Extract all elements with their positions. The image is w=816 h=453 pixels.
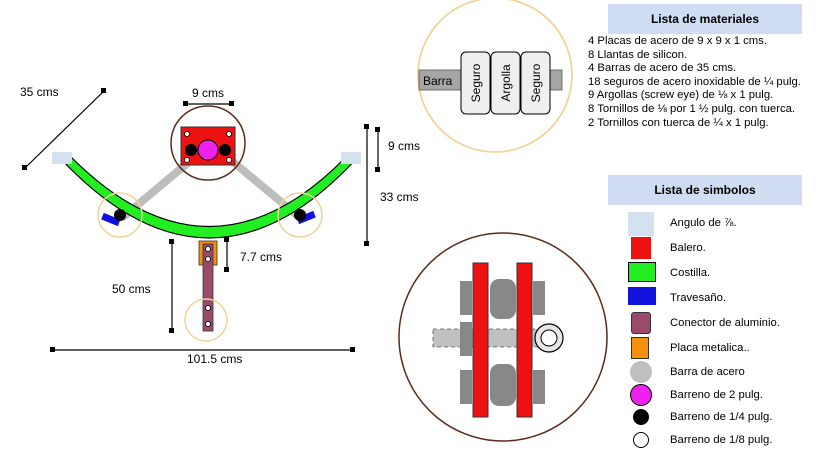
detail-argolla (490, 51, 521, 115)
material-item: 2 Tornillos con tuerca de ¼ x 1 pulg. (588, 116, 769, 129)
hole-quarter-right (294, 209, 306, 221)
hole-2in (197, 139, 219, 161)
material-item: 4 Barras de acero de 35 cms. (588, 62, 737, 75)
connector-swatch (631, 312, 651, 334)
dim-33-label: 33 cms (380, 190, 419, 204)
material-item: 18 seguros de acero inoxidable de ¼ pulg… (588, 75, 801, 88)
wheel-left-bot (460, 370, 472, 404)
crossbar-left (101, 212, 121, 227)
legend-plate: Placa metalica.. (628, 337, 813, 361)
detail-bottom-circle (398, 232, 608, 442)
wheel-right-bot (533, 370, 545, 404)
material-item: 8 Tornillos de ⅛ por 1 ½ pulg. con tuerc… (588, 102, 796, 115)
plate-detail-circle (170, 105, 246, 181)
wheel-left-top (460, 281, 472, 315)
legend-label: Placa metalica.. (670, 342, 750, 354)
angle-right (341, 152, 361, 164)
aluminum-connector (202, 243, 214, 332)
rib-arc (58, 157, 359, 239)
hole-quarter-left (114, 209, 126, 221)
dim-50 (169, 239, 174, 333)
hole-quarter-plate-right (219, 144, 231, 156)
dim-7-7-label: 7.7 cms (240, 250, 282, 264)
dim-9-top-label: 9 cms (192, 86, 224, 100)
dim-35-label: 35 cms (20, 85, 59, 99)
legend-rib: Costilla. (628, 262, 813, 286)
materials-title: Lista de materiales (608, 4, 802, 34)
legend-label: Conector de aluminio. (670, 317, 780, 329)
joint-left-highlight (97, 192, 143, 238)
legend-label: Angulo de ⅞. (670, 217, 737, 229)
legend-label: Barreno de 1/4 pulg. (670, 411, 773, 423)
detail-bar-label: Barra (423, 74, 453, 88)
materials-list: 4 Placas de acero de 9 x 9 x 1 cms. 8 Ll… (588, 35, 813, 130)
legend-label: Balero. (670, 242, 706, 254)
legend-label: Travesaño. (670, 292, 727, 304)
legend-quarter-hole: Barreno de 1/4 pulg. (628, 406, 813, 430)
hole-eighth-3 (184, 157, 190, 163)
plate-swatch (631, 337, 649, 359)
crossbar-swatch (628, 287, 656, 305)
joint-right-highlight (277, 192, 323, 238)
material-item: 8 Llantas de silicon. (588, 48, 688, 61)
dim-33 (364, 124, 369, 246)
hole-eighth-4 (226, 157, 232, 163)
dim-50-label: 50 cms (112, 282, 151, 296)
legend-label: Costilla. (670, 267, 711, 279)
legend-crossbar: Travesaño. (628, 287, 813, 311)
hole-eighth-swatch (633, 432, 649, 448)
rib-swatch (628, 262, 656, 282)
bearing-swatch (631, 237, 651, 259)
dim-101-5-label: 101.5 cms (187, 352, 242, 366)
wheel-center-top (490, 279, 516, 319)
hole-2in-swatch (630, 384, 652, 406)
connector-hole-2 (205, 256, 211, 262)
detail-top-circle (417, 0, 573, 153)
bearing-plate-left (472, 262, 489, 418)
bearing-plate-right (516, 262, 533, 418)
eye-ring-inner (540, 329, 558, 347)
dim-7-7 (224, 237, 229, 272)
connector-detail-circle (184, 298, 228, 342)
steel-bar-swatch (630, 361, 652, 383)
legend-steel-bar: Barra de acero (628, 361, 813, 385)
legend-2in-hole: Barreno de 2 pulg. (628, 384, 813, 408)
connector-hole-1 (205, 246, 211, 252)
connector-hole-4 (205, 321, 211, 327)
detail-seguro-right (520, 51, 551, 115)
legend-label: Barreno de 1/8 pulg. (670, 434, 773, 446)
hole-quarter-plate-left (185, 144, 197, 156)
legend-angle: Angulo de ⅞. (628, 212, 813, 236)
detail-argolla-label: Argolla (499, 64, 513, 102)
wheel-right-top (533, 281, 545, 315)
symbols-title: Lista de simbolos (608, 175, 802, 205)
detail-seguro-left-label: Seguro (469, 63, 483, 102)
wheel-center-bot (490, 364, 516, 406)
hole-eighth-1 (184, 131, 190, 137)
dim-9-top (183, 101, 234, 106)
hole-eighth-2 (226, 131, 232, 137)
legend-bearing: Balero. (628, 237, 813, 261)
connector-hole-3 (205, 305, 211, 311)
detail-seguro-left (460, 51, 491, 115)
material-item: 9 Argollas (screw eye) de ⅛ x 1 pulg. (588, 89, 774, 102)
dim-9-right-label: 9 cms (388, 139, 420, 153)
legend-label: Barreno de 2 pulg. (670, 389, 763, 401)
dim-35 (22, 88, 106, 170)
detail-seguro-right-label: Seguro (529, 63, 543, 102)
dim-9-right (375, 127, 380, 172)
angle-swatch (628, 212, 654, 236)
angle-left (52, 152, 72, 164)
hole-quarter-swatch (633, 409, 649, 425)
legend-connector: Conector de aluminio. (628, 312, 813, 336)
legend-eighth-hole: Barreno de 1/8 pulg. (628, 429, 813, 453)
dim-101-5 (50, 347, 355, 352)
wheel-left-mid (460, 322, 472, 356)
material-item: 4 Placas de acero de 9 x 9 x 1 cms. (588, 35, 767, 47)
legend-label: Barra de acero (670, 366, 745, 378)
